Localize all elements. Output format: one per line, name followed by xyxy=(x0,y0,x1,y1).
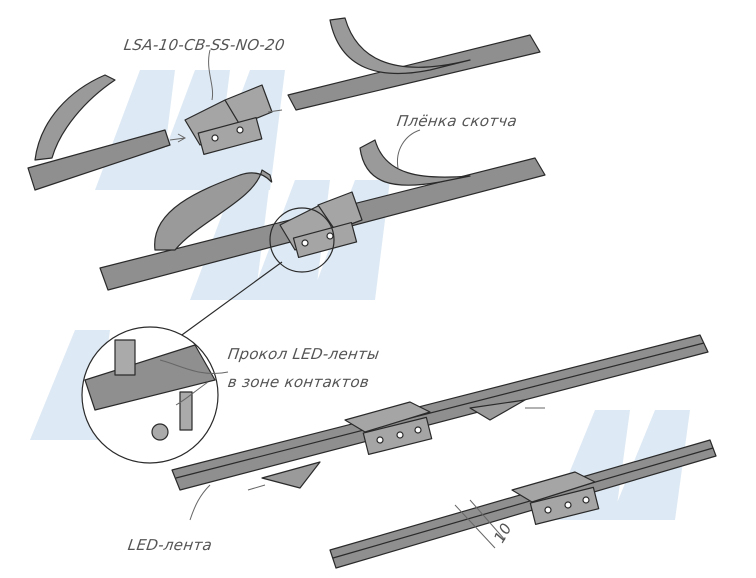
puncture-label-line1: Прокол LED-ленты xyxy=(226,345,381,363)
tape-film-label: Плёнка скотча xyxy=(395,112,519,130)
connector xyxy=(184,84,273,155)
connector xyxy=(511,471,600,526)
tape-film xyxy=(469,399,526,421)
tape-film-curl xyxy=(154,169,273,251)
connector xyxy=(279,191,363,259)
tape-film-curl xyxy=(34,74,116,161)
connector xyxy=(344,401,433,456)
led-strip xyxy=(171,334,709,491)
puncture-label-line2: в зоне контактов xyxy=(226,373,371,391)
tape-strip xyxy=(27,129,171,191)
tape-film-curl xyxy=(329,17,471,75)
magnifier-detail xyxy=(81,326,219,464)
part-number-label: LSA-10-CB-SS-NO-20 xyxy=(122,36,287,54)
tape-film-curl xyxy=(359,139,471,186)
tape-film xyxy=(261,461,321,489)
led-strip-label: LED-лента xyxy=(126,536,214,554)
